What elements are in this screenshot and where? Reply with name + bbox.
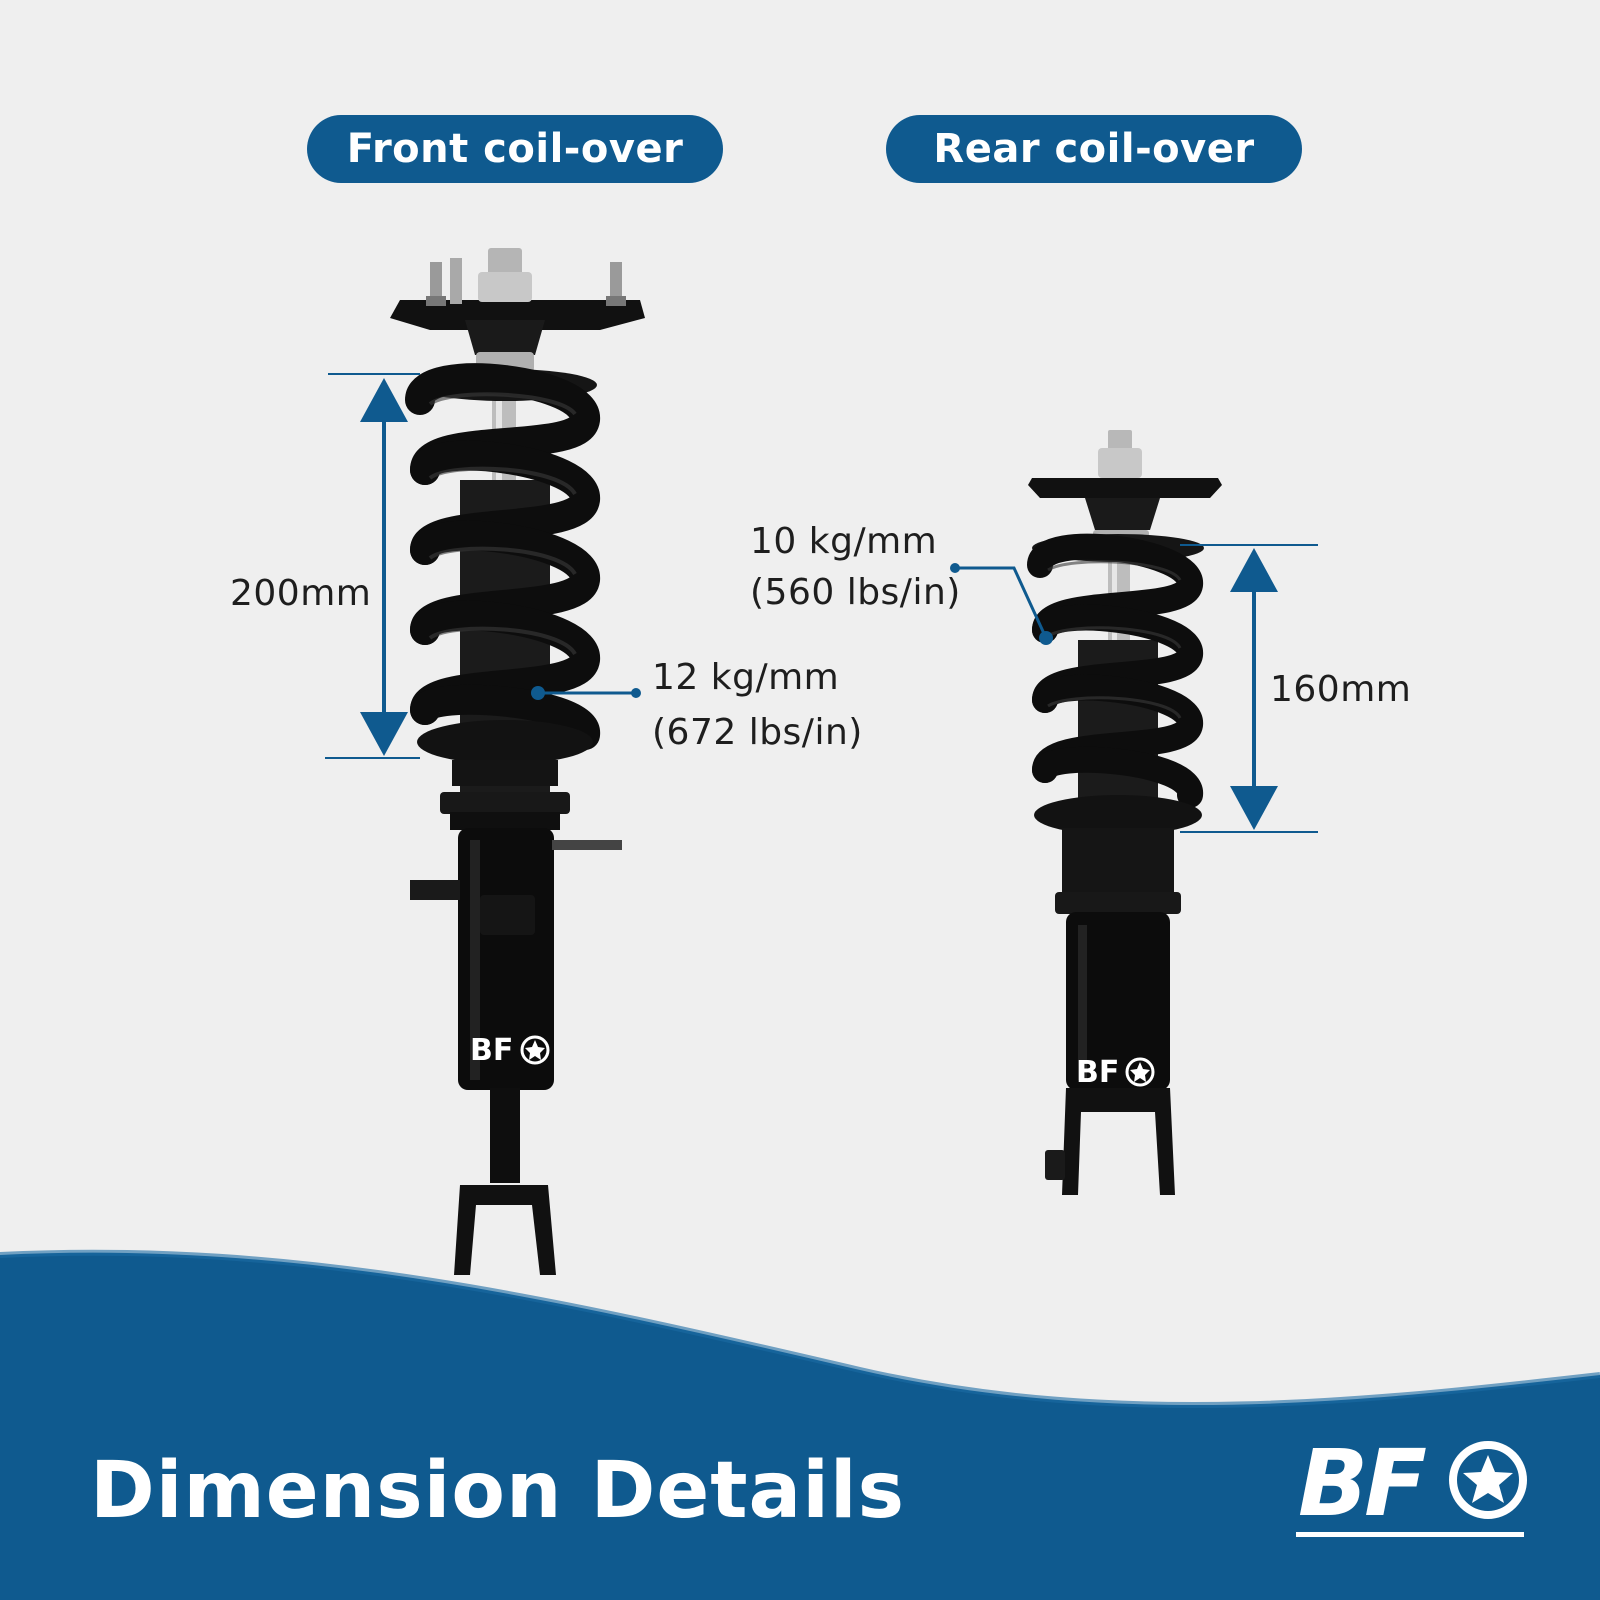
brand-logo-star [1296, 1441, 1527, 1537]
rear-spring-rate-lbs: (560 lbs/in) [750, 572, 961, 613]
brand-logo: BF [1298, 1430, 1427, 1537]
rear-spring-rate-kg: 10 kg/mm [750, 521, 938, 562]
rear-coilover-label: Rear coil-over [886, 115, 1302, 183]
rear-coilover-image: BF [1027, 430, 1222, 1195]
front-spring-rate-kg: 12 kg/mm [652, 657, 840, 698]
footer-wave-highlight [0, 1249, 1600, 1409]
front-spring-rate-leader [531, 686, 641, 700]
front-body-logo: BF [470, 1033, 513, 1068]
rear-spring-rate-leader [950, 563, 1053, 645]
front-length-label: 200mm [230, 573, 372, 614]
rear-body-logo: BF [1076, 1055, 1119, 1090]
front-spring-rate-lbs: (672 lbs/in) [652, 712, 863, 753]
footer-wave [0, 1252, 1600, 1600]
front-coilover-image: BF [390, 248, 645, 1275]
rear-length-label: 160mm [1270, 669, 1412, 710]
footer-title: Dimension Details [90, 1446, 906, 1536]
front-coilover-label: Front coil-over [307, 115, 723, 183]
rear-dimension-arrow [1180, 544, 1318, 833]
front-dimension-arrow [325, 373, 420, 759]
